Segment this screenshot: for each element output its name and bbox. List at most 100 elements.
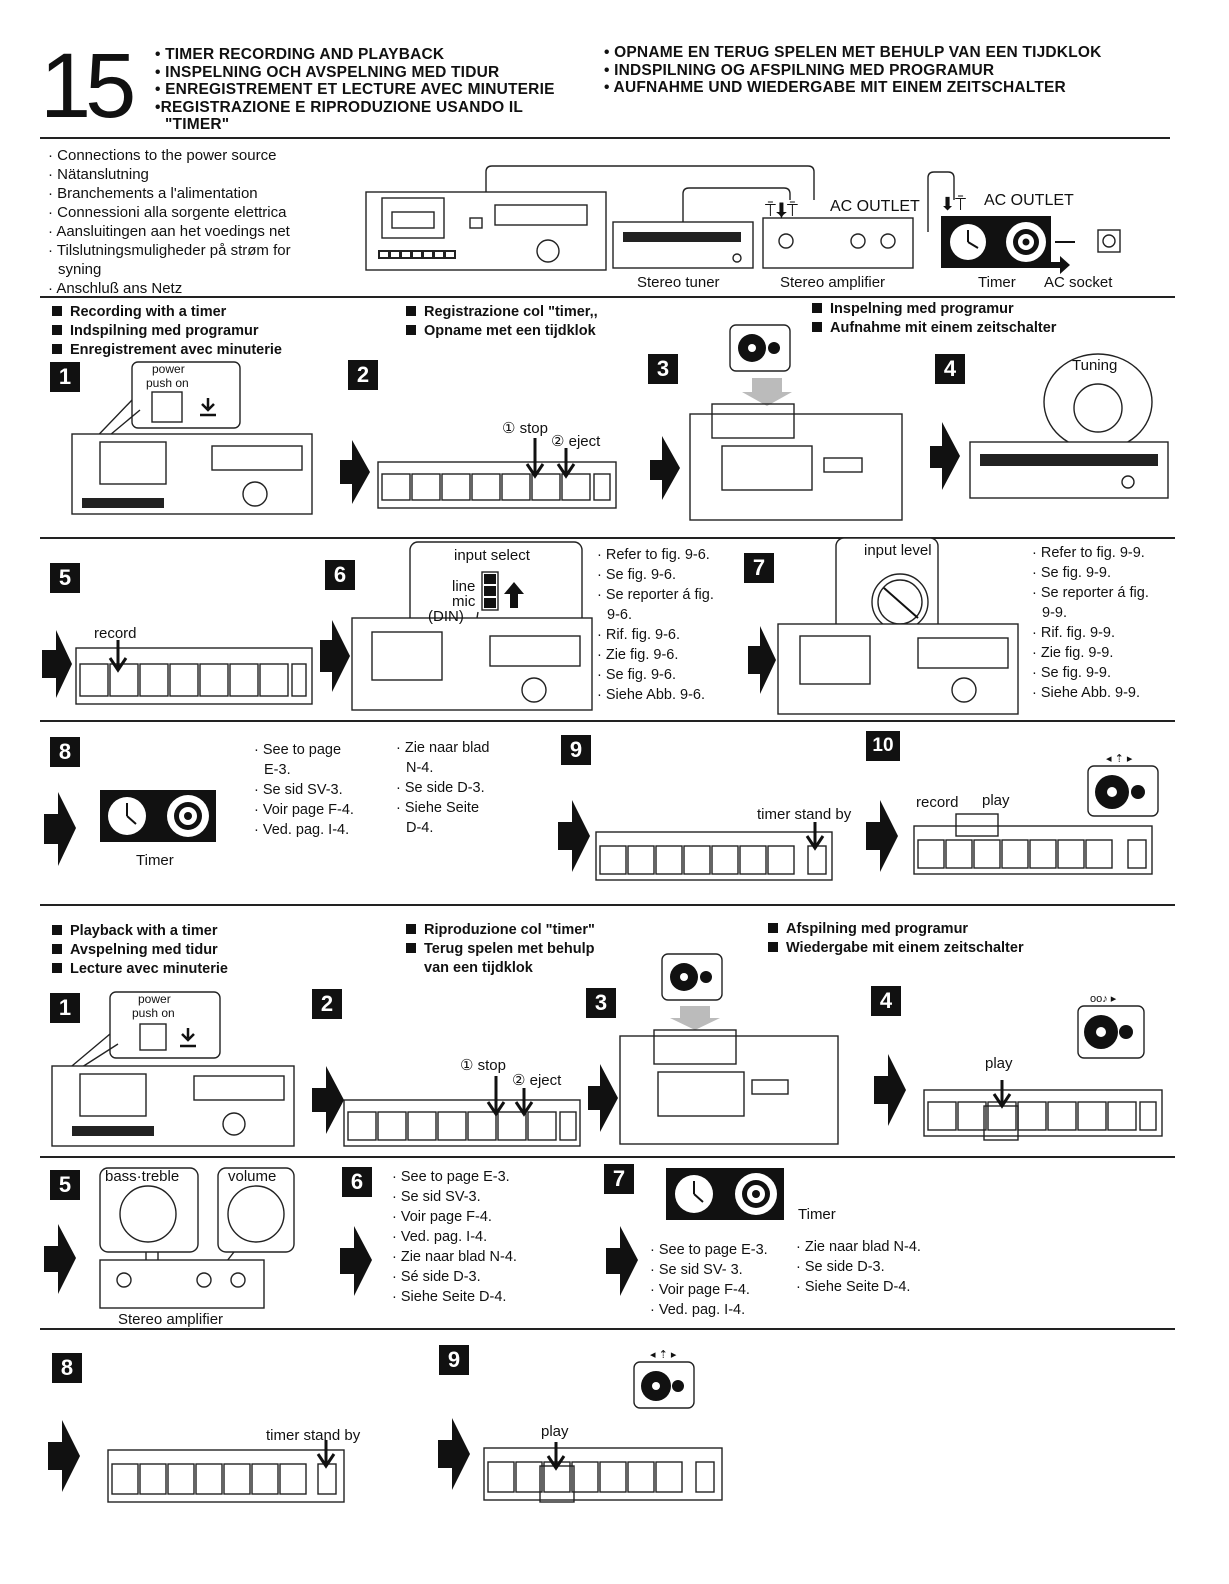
step-badge: 7 [604, 1164, 634, 1194]
ref-line: · Voir page F-4. [650, 1282, 750, 1298]
step-badge: 6 [325, 560, 355, 590]
ref-line: · See to page [254, 742, 342, 758]
step-badge: 4 [935, 354, 965, 384]
see-page-6: · See to page E-3. · Se sid SV-3. · Voir… [392, 1167, 517, 1307]
title-block-left: • TIMER RECORDING AND PLAYBACK • INSPELN… [155, 46, 555, 134]
ref-line: · Se side D-3. [396, 780, 485, 796]
divider [40, 904, 1175, 906]
play-label: play [985, 1055, 1013, 1072]
button-strip-drawing [75, 647, 313, 705]
recording-row2-drawings [42, 537, 1019, 715]
ref-line: · Voir page F-4. [254, 802, 354, 818]
ac-socket-label: AC socket [1044, 274, 1113, 291]
ref-line: · Siehe Abb. 9-6. [597, 687, 706, 703]
step-badge: 2 [312, 989, 342, 1019]
playback-row2-drawings [44, 1167, 784, 1309]
tuning-label: Tuning [1072, 357, 1118, 374]
title-block-right: • OPNAME EN TERUG SPELEN MET BEHULP VAN … [604, 44, 1102, 97]
connections-item: · Anschluß ans Netz [48, 280, 183, 297]
heading: Afspilning med programur [786, 921, 969, 937]
connections-list: · Connections to the power source · Näta… [48, 146, 291, 298]
divider [40, 1156, 1175, 1158]
step-badge: 4 [871, 986, 901, 1016]
stereo-amplifier-label: Stereo amplifier [780, 274, 886, 291]
ref-line: · See to page E-3. [392, 1169, 510, 1185]
svg-text:⬇⍑: ⬇⍑ [940, 194, 966, 214]
ref-line: E-3. [264, 762, 291, 778]
step-badge: 3 [586, 988, 616, 1018]
refer-fig-9-9: · Refer to fig. 9-9. · Se fig. 9-9. · Se… [1032, 543, 1149, 703]
connections-item: · Aansluitingen aan het voedings net [48, 223, 290, 240]
ref-line: · Refer to fig. 9-9. [1032, 545, 1145, 561]
title-line: • TIMER RECORDING AND PLAYBACK [155, 46, 445, 63]
step-badge: 5 [50, 563, 80, 593]
heading: Registrazione col "timer,, [424, 304, 598, 320]
step-badge: 9 [439, 1345, 469, 1375]
svg-text:⍑⬇⍑: ⍑⬇⍑ [765, 200, 798, 220]
heading: Wiedergabe mit einem zeitschalter [786, 940, 1024, 956]
title-line: • OPNAME EN TERUG SPELEN MET BEHULP VAN … [604, 44, 1102, 61]
ref-line: D-4. [406, 820, 434, 836]
timer-standby-label: timer stand by [757, 806, 852, 823]
title-line: • ENREGISTREMENT ET LECTURE AVEC MINUTER… [155, 81, 555, 98]
stop-label: ① stop [460, 1057, 506, 1074]
ref-line: · Ved. pag. I-4. [392, 1229, 488, 1245]
mic-label: mic [452, 593, 476, 610]
ref-line: · Se sid SV-3. [254, 782, 343, 798]
divider [40, 537, 1175, 539]
ac-outlet-label: AC OUTLET [984, 192, 1074, 209]
playback-row1-drawings: oo♪ ▸ [51, 953, 1163, 1147]
ref-line: · Rif. fig. 9-9. [1032, 625, 1115, 641]
see-page-col2: · Zie naar blad N-4. · Se side D-3. · Si… [396, 738, 490, 838]
step-badge: 2 [348, 360, 378, 390]
ref-line: · Se reporter á fig. [1032, 585, 1149, 601]
power-label: power [152, 362, 185, 376]
record-label: record [94, 625, 137, 642]
heading: Recording with a timer [70, 304, 227, 320]
push-on-label: push on [146, 376, 189, 390]
stereo-tuner-drawing [969, 441, 1169, 499]
din-label: (DIN) [428, 608, 464, 625]
svg-text:oo♪ ▸: oo♪ ▸ [1090, 993, 1117, 1005]
step-badge: 1 [50, 362, 80, 392]
timer-label: Timer [798, 1206, 836, 1223]
recording-row3-drawings: ◂ ⇡ ▸ [44, 753, 1159, 881]
ref-line: · Se side D-3. [796, 1259, 885, 1275]
connections-item: syning [58, 261, 102, 278]
refer-fig-9-6: · Refer to fig. 9-6. · Se fig. 9-6. · Se… [597, 545, 714, 705]
ref-line: · Se sid SV-3. [392, 1189, 481, 1205]
see-page-7a: · See to page E-3. · Se sid SV- 3. · Voi… [650, 1240, 768, 1320]
ref-line: · Siehe Seite D-4. [392, 1289, 507, 1305]
recording-headings-2: Registrazione col "timer,, Opname met ee… [406, 303, 598, 341]
ref-line: · Siehe Abb. 9-9. [1032, 685, 1141, 701]
ref-line: · Ved. pag. I-4. [254, 822, 350, 838]
heading: Inspelning med programur [830, 301, 1014, 317]
ref-line: · Se sid SV- 3. [650, 1262, 743, 1278]
eject-label: ② eject [551, 433, 601, 450]
step-badge: 8 [50, 737, 80, 767]
stereo-amplifier-label: Stereo amplifier [118, 1311, 224, 1328]
title-line: "TIMER" [165, 116, 230, 133]
button-strip-drawing [343, 1099, 581, 1147]
ref-line: · See to page E-3. [650, 1242, 768, 1258]
divider [40, 720, 1175, 722]
ref-line: · Se fig. 9-9. [1032, 665, 1111, 681]
heading: Avspelning med tidur [70, 942, 218, 958]
title-line: • INDSPILNING OG AFSPILNING MED PROGRAMU… [604, 61, 995, 79]
ref-line: · Refer to fig. 9-6. [597, 547, 710, 563]
timer-standby-label: timer stand by [266, 1427, 361, 1444]
heading: Lecture avec minuterie [70, 961, 228, 977]
push-on-label: push on [132, 1006, 175, 1020]
ref-line: 9-9. [1042, 605, 1067, 621]
divider [40, 137, 1170, 139]
step-badge: 8 [52, 1353, 82, 1383]
record-label: record [916, 794, 959, 811]
connections-item: · Tilslutningsmuligheder på strøm for [48, 242, 291, 259]
ref-line: · Voir page F-4. [392, 1209, 492, 1225]
ref-line: · Zie naar blad [396, 740, 490, 756]
ref-line: · Se fig. 9-6. [597, 567, 676, 583]
step-badge: 5 [50, 1170, 80, 1200]
power-label: power [138, 992, 171, 1006]
ref-line: · Se reporter á fig. [597, 587, 714, 603]
